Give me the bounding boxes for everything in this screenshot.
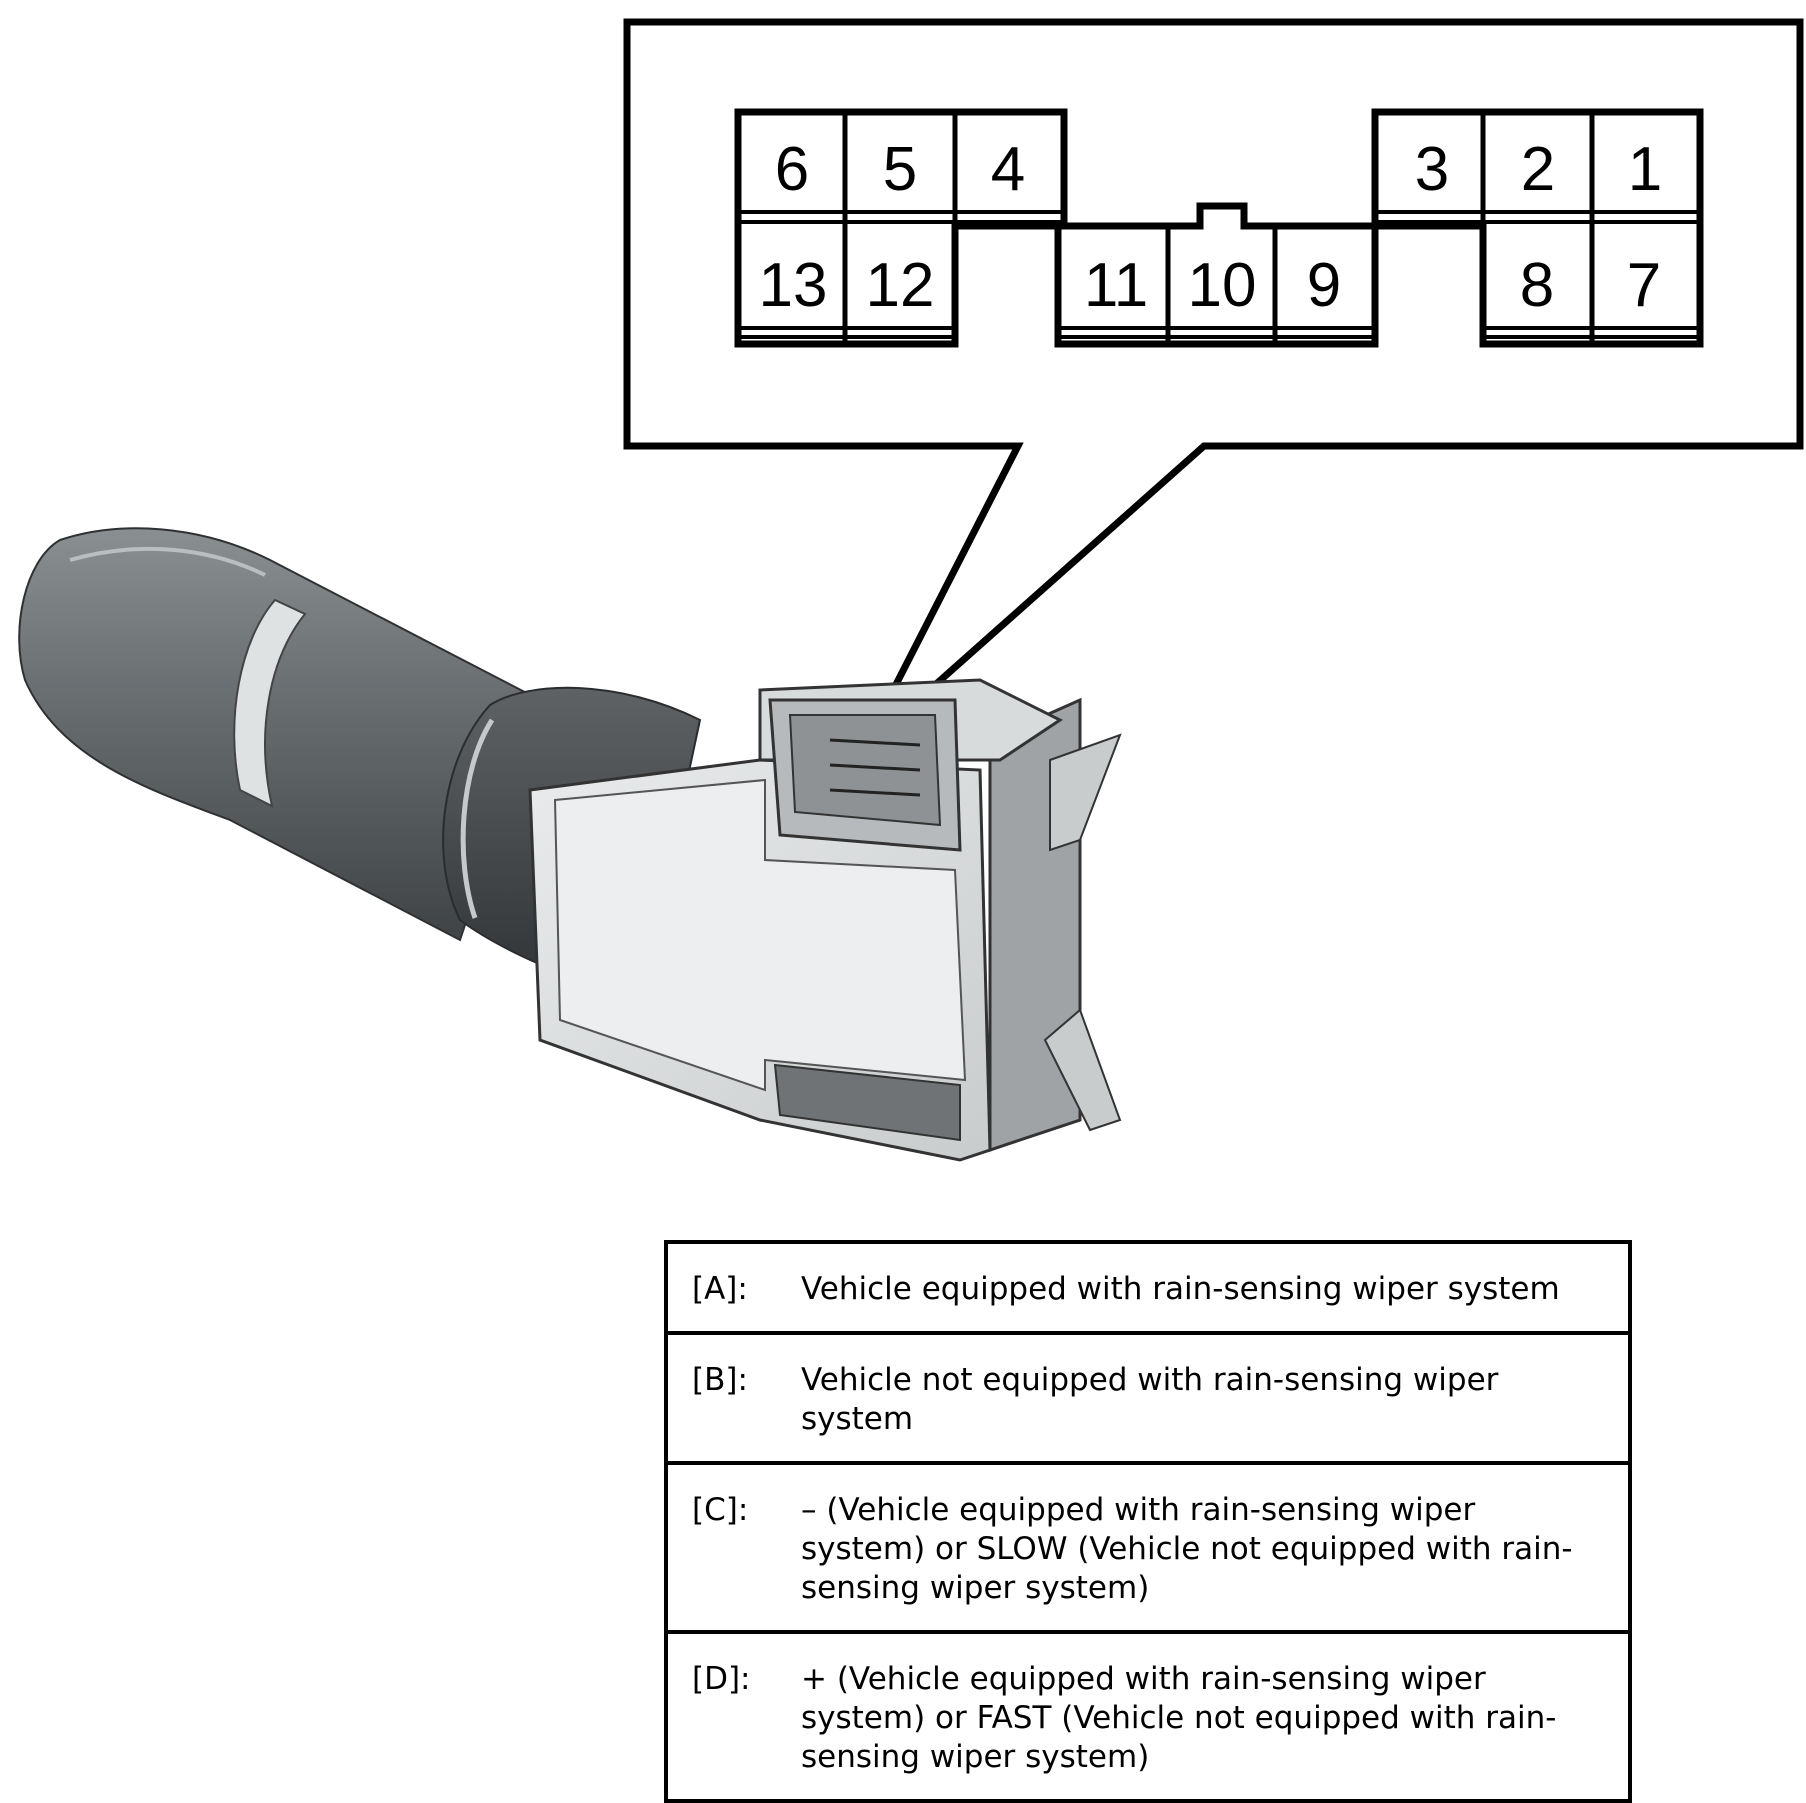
stalk-highlight [69, 546, 266, 577]
legend-text: – (Vehicle equipped with rain-sensing wi… [801, 1492, 1573, 1606]
pin-label: 1 [1628, 135, 1662, 204]
pin-label: 10 [1188, 251, 1257, 320]
connector-outline [734, 108, 1704, 348]
pin-label: 6 [775, 135, 809, 204]
housing-bottom-slot [773, 1063, 961, 1142]
pin-label: 2 [1521, 135, 1555, 204]
connector-dividers [738, 112, 1700, 344]
pin-labels: 6 5 4 3 2 1 13 12 11 10 9 8 7 [759, 135, 1663, 320]
pin-label: 5 [883, 135, 917, 204]
legend-table: [A]: Vehicle equipped with rain-sensing … [664, 1240, 1632, 1803]
housing-latch-top [1049, 733, 1122, 852]
pin-label: 9 [1307, 251, 1341, 320]
legend-row-d: [D]: + (Vehicle equipped with rain-sensi… [668, 1634, 1628, 1799]
switch-stalk [18, 527, 542, 942]
housing-front-panel [553, 778, 967, 1092]
connector-callout: 6 5 4 3 2 1 13 12 11 10 9 8 7 [623, 18, 1804, 752]
pin-label: 12 [866, 251, 935, 320]
legend-key: [B]: [692, 1362, 748, 1398]
wiper-switch-illustration [18, 527, 1122, 1162]
pin-label: 13 [759, 251, 828, 320]
pin-label: 3 [1415, 135, 1449, 204]
legend-key: [C]: [692, 1492, 749, 1528]
pin-label: 11 [1084, 251, 1148, 320]
collar-ring [460, 718, 495, 919]
legend-text: Vehicle equipped with rain-sensing wiper… [801, 1271, 1560, 1307]
legend-key: [D]: [692, 1661, 751, 1697]
connector-socket-inner [788, 714, 942, 827]
legend-row-a: [A]: Vehicle equipped with rain-sensing … [668, 1244, 1628, 1335]
callout-box [623, 18, 1804, 752]
legend-row-b: [B]: Vehicle not equipped with rain-sens… [668, 1335, 1628, 1465]
legend-row-c: [C]: – (Vehicle equipped with rain-sensi… [668, 1465, 1628, 1634]
pin-label: 7 [1627, 251, 1661, 320]
pin-label: 8 [1520, 251, 1554, 320]
legend-key: [A]: [692, 1271, 748, 1307]
legend-text: Vehicle not equipped with rain-sensing w… [801, 1362, 1499, 1437]
legend-text: + (Vehicle equipped with rain-sensing wi… [801, 1661, 1557, 1775]
connector-socket-pins [829, 738, 921, 797]
switch-ring [233, 598, 307, 808]
housing-latch-bottom [1043, 1008, 1122, 1132]
pin-label: 4 [991, 135, 1025, 204]
